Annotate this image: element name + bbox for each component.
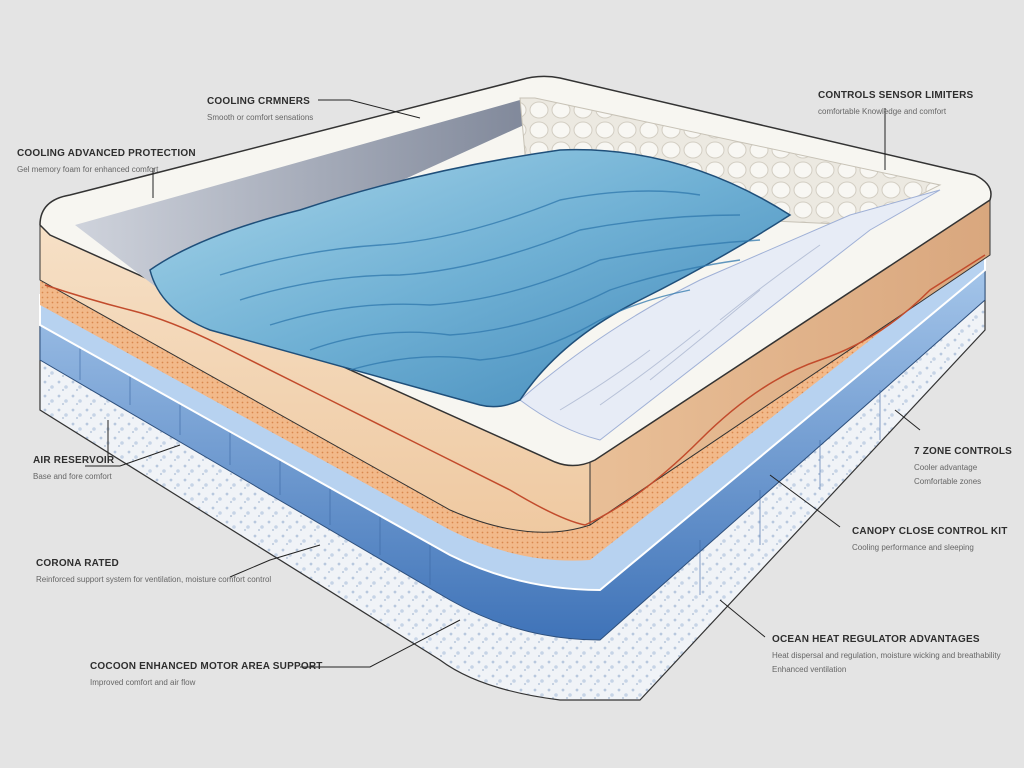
label-description: Base and fore comfort: [33, 472, 112, 481]
label-title: CORONA RATED: [36, 558, 119, 569]
label-description: Cooler advantage: [914, 463, 978, 472]
label-description: Gel memory foam for enhanced comfort: [17, 165, 159, 174]
label-description: Cooling performance and sleeping: [852, 543, 974, 552]
label-title: COCOON ENHANCED MOTOR AREA SUPPORT: [90, 661, 323, 672]
label-title: CANOPY CLOSE CONTROL KIT: [852, 526, 1008, 537]
label-description: Reinforced support system for ventilatio…: [36, 575, 272, 584]
label-title: OCEAN HEAT REGULATOR ADVANTAGES: [772, 634, 980, 645]
label-7-zone-controls: 7 ZONE CONTROLS Cooler advantage Comfort…: [914, 446, 1012, 486]
label-description: Heat dispersal and regulation, moisture …: [772, 651, 1001, 660]
label-cocoon-enhanced-support: COCOON ENHANCED MOTOR AREA SUPPORT Impro…: [90, 661, 323, 687]
label-ocean-heat-regulator: OCEAN HEAT REGULATOR ADVANTAGES Heat dis…: [772, 634, 1001, 674]
label-description: comfortable Knowledge and comfort: [818, 107, 947, 116]
label-title: 7 ZONE CONTROLS: [914, 446, 1013, 457]
label-controls-sensor-limiters: CONTROLS SENSOR LIMITERS comfortable Kno…: [818, 90, 973, 116]
label-title: COOLING CRMNERS: [207, 96, 310, 107]
label-description-2: Comfortable zones: [914, 477, 982, 486]
label-title: COOLING ADVANCED PROTECTION: [17, 148, 196, 159]
label-title: AIR RESERVOIR: [33, 455, 115, 466]
label-description: Improved comfort and air flow: [90, 678, 196, 687]
label-corona-rated: CORONA RATED Reinforced support system f…: [36, 558, 271, 584]
label-air-reservoir: AIR RESERVOIR Base and fore comfort: [33, 455, 114, 481]
label-cooling-crmners: COOLING CRMNERS Smooth or comfort sensat…: [207, 96, 313, 122]
label-description: Smooth or comfort sensations: [207, 113, 314, 122]
label-title: CONTROLS SENSOR LIMITERS: [818, 90, 974, 101]
label-cooling-advanced-protection: COOLING ADVANCED PROTECTION Gel memory f…: [17, 148, 196, 174]
label-canopy-close-control-kit: CANOPY CLOSE CONTROL KIT Cooling perform…: [852, 526, 1008, 552]
label-description-2: Enhanced ventilation: [772, 665, 847, 674]
